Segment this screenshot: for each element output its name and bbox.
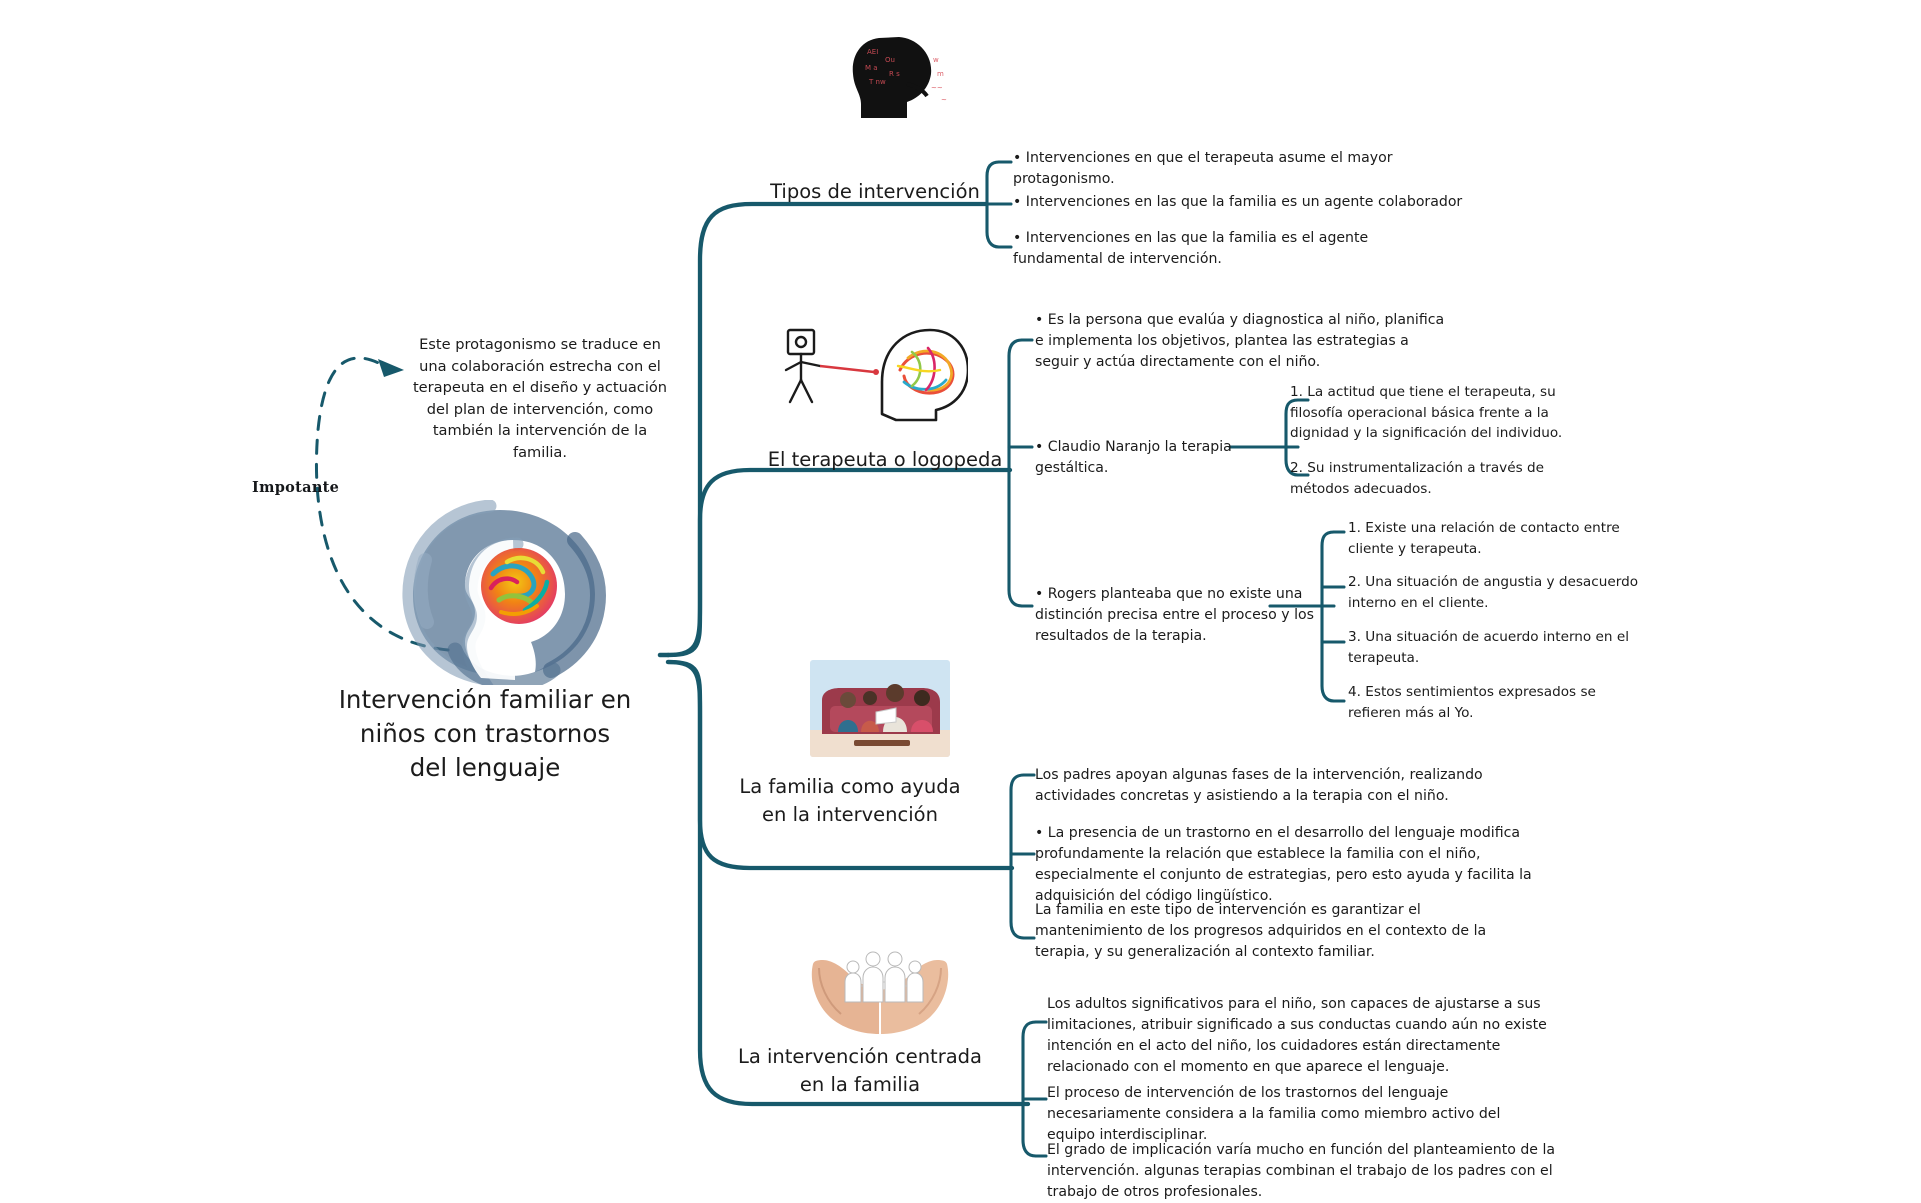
leaf-naranjo-1[interactable]: 1. La actitud que tiene el terapeuta, su… bbox=[1290, 384, 1563, 442]
leaf-terapeuta-1[interactable]: • Es la persona que evalúa y diagnostica… bbox=[1035, 312, 1445, 370]
branch-title-tipos-de-intervencion[interactable]: Tipos de intervención bbox=[770, 180, 980, 203]
page-title-line-2: niños con trastornos bbox=[359, 719, 611, 748]
leaf-familia-ayuda-1[interactable]: Los padres apoyan algunas fases de la in… bbox=[1035, 767, 1483, 804]
leaf-rogers-2[interactable]: 2. Una situación de angustia y desacuerd… bbox=[1348, 574, 1639, 611]
page-title-line-3: del lenguaje bbox=[409, 753, 561, 782]
page-title-line-1: Intervención familiar en bbox=[338, 685, 632, 714]
head-with-colorful-brain-icon bbox=[395, 499, 610, 691]
svg-text:R s: R s bbox=[889, 70, 900, 78]
svg-text:~: ~ bbox=[941, 96, 947, 104]
leaf-centrada-1[interactable]: Los adultos significativos para el niño,… bbox=[1047, 996, 1547, 1075]
leaf-tipos-1[interactable]: • Intervenciones en que el terapeuta asu… bbox=[1013, 150, 1393, 187]
svg-text:Ou: Ou bbox=[885, 56, 895, 64]
leaf-tipos-3[interactable]: • Intervenciones en las que la familia e… bbox=[1013, 230, 1369, 267]
svg-text:w: w bbox=[933, 56, 939, 64]
leaf-rogers-4[interactable]: 4. Estos sentimientos expresados se refi… bbox=[1348, 684, 1596, 721]
leaf-terapeuta-3[interactable]: • Rogers planteaba que no existe una dis… bbox=[1035, 586, 1314, 644]
leaf-rogers-3[interactable]: 3. Una situación de acuerdo interno en e… bbox=[1348, 629, 1629, 666]
svg-text:T nw: T nw bbox=[868, 78, 886, 86]
branch-title-line-2: en la familia bbox=[799, 1073, 921, 1096]
branch-title-line-1: La intervención centrada bbox=[738, 1045, 982, 1068]
branch-title-la-intervencion-centrada-en-la-familia[interactable]: La intervención centrada en la familia bbox=[700, 1043, 1020, 1099]
leaf-centrada-2[interactable]: El proceso de intervención de los trasto… bbox=[1047, 1085, 1501, 1143]
branch-title-la-familia-como-ayuda[interactable]: La familia como ayuda en la intervención bbox=[700, 773, 1000, 829]
svg-text:m: m bbox=[937, 70, 944, 78]
branch-title-line-1: La familia como ayuda bbox=[739, 775, 961, 798]
leaf-naranjo-2[interactable]: 2. Su instrumentalización a través de mé… bbox=[1290, 460, 1544, 497]
svg-text:M a: M a bbox=[865, 64, 878, 72]
branch-title-line-2: en la intervención bbox=[762, 803, 938, 826]
head-speaking-words-icon: AEI Ou M a R s T nw w m ~~ ~ bbox=[845, 32, 963, 124]
family-reading-on-sofa-icon bbox=[810, 660, 950, 757]
svg-text:~~: ~~ bbox=[931, 84, 943, 92]
leaf-centrada-3[interactable]: El grado de implicación varía mucho en f… bbox=[1047, 1142, 1555, 1200]
svg-text:AEI: AEI bbox=[867, 48, 878, 56]
page-title: Intervención familiar en niños con trast… bbox=[330, 683, 640, 785]
branch-title-el-terapeuta-o-logopeda[interactable]: El terapeuta o logopeda bbox=[767, 448, 1003, 471]
leaf-tipos-2[interactable]: • Intervenciones en las que la familia e… bbox=[1013, 194, 1463, 210]
leaf-familia-ayuda-3[interactable]: La familia en este tipo de intervención … bbox=[1035, 902, 1487, 960]
leaf-terapeuta-2[interactable]: • Claudio Naranjo la terapia gestáltica. bbox=[1035, 439, 1232, 476]
arrowhead-icon bbox=[378, 359, 404, 377]
leaf-familia-ayuda-2[interactable]: • La presencia de un trastorno en el des… bbox=[1035, 825, 1532, 904]
hands-holding-paper-family-icon bbox=[805, 930, 955, 1038]
therapist-pointing-tangled-brain-icon bbox=[778, 318, 970, 428]
important-label: Impotante bbox=[252, 479, 340, 496]
callout-note: Este protagonismo se traduce en una cola… bbox=[412, 336, 668, 461]
leaf-rogers-1[interactable]: 1. Existe una relación de contacto entre… bbox=[1348, 520, 1620, 557]
